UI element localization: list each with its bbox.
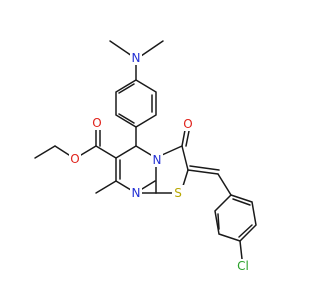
aminophenyl-ring-outline — [115, 79, 157, 128]
thiazole-ring — [155, 129, 190, 194]
pyrimidine-ring — [115, 145, 157, 194]
aminophenyl-ring — [115, 79, 157, 147]
chlorophenyl-ring — [214, 194, 257, 260]
bond-c7-n8 — [115, 180, 132, 191]
bond-c2-ch-double — [189, 165, 220, 171]
bond-aryl-cl — [239, 240, 243, 260]
structure-diagram: N N N O O O S Cl — [34, 40, 257, 273]
bond-c3-c2 — [181, 145, 189, 171]
bond-c2-ch — [187, 169, 219, 175]
chlorophenyl-ring-outline — [214, 194, 257, 242]
atom-n-amine: N — [132, 51, 141, 65]
clphenyl-double-bond-2 — [238, 224, 253, 238]
atom-o-carbonyl: O — [92, 116, 101, 130]
bond-c3-o — [181, 129, 186, 147]
clphenyl-double-bond-1 — [232, 198, 251, 206]
atom-s: S — [174, 186, 182, 200]
ethyl-ester-group — [34, 128, 117, 159]
atom-cl: Cl — [237, 259, 249, 273]
atom-n-ring-bottom: N — [132, 186, 141, 200]
bond-c6-carbonyl — [95, 145, 117, 159]
bond-ch2-ch3 — [34, 145, 56, 159]
clphenyl-double-bond-3 — [217, 213, 220, 230]
atom-labels: N N N O O O S Cl — [69, 51, 252, 273]
benzylidene-linker — [187, 165, 232, 196]
bond-carbonyl-oester — [80, 145, 97, 156]
bond-oester-ch2 — [54, 145, 70, 156]
molecule-canvas: N N N O O O S Cl — [34, 40, 257, 273]
bond-c5-c6 — [115, 145, 137, 159]
aryl-double-bond-3 — [118, 83, 135, 94]
bond-n4-c5 — [135, 145, 152, 156]
bond-methyl-left — [109, 40, 133, 57]
bond-methyl-right — [140, 40, 164, 57]
atom-n-ring-top: N — [153, 153, 162, 167]
atom-o-ester: O — [70, 152, 79, 166]
bond-c3-o-double — [185, 130, 190, 147]
atom-o-ketone: O — [183, 117, 192, 131]
aryl-double-bond-2 — [118, 113, 135, 124]
bond-n8-c8a-double — [141, 180, 156, 190]
bond-n4-c3 — [161, 145, 183, 156]
bond-c2-s — [182, 169, 189, 187]
bond-methyl-pyrimidine — [95, 180, 117, 194]
bond-ch-aryl — [217, 173, 232, 196]
